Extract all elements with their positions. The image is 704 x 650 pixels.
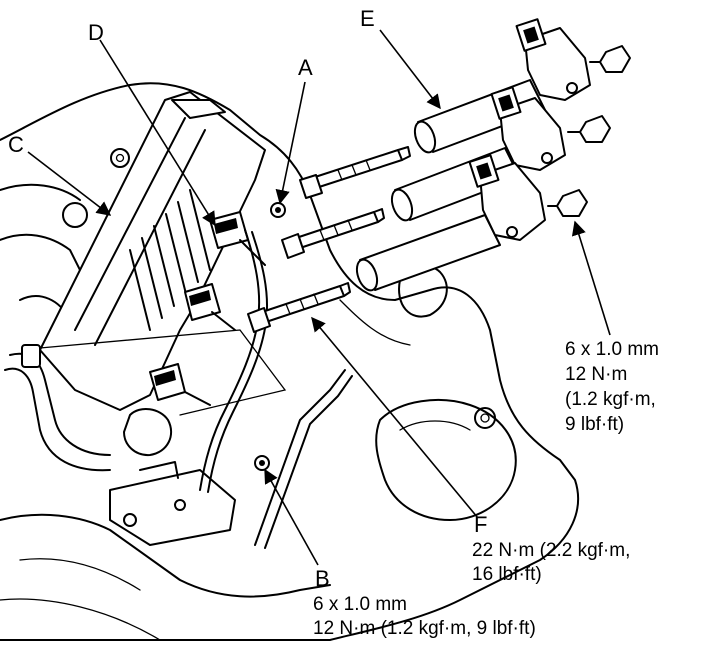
- callout-a: A: [298, 55, 313, 80]
- callout-f: F: [474, 512, 487, 537]
- coil-bolts: [547, 45, 631, 217]
- spec-coil-bolt-line2: 12 N·m: [565, 364, 627, 385]
- spark-plug-3: [247, 282, 351, 333]
- callout-labels: A B C D E F: [8, 6, 487, 591]
- leader-d: [99, 39, 216, 227]
- callout-b: B: [315, 566, 330, 591]
- leader-e: [379, 29, 441, 110]
- detail-box: [39, 329, 287, 416]
- spec-coil-bolt-line1: 6 x 1.0 mm: [565, 339, 659, 360]
- spec-b: 6 x 1.0 mm 12 N·m (1.2 kgf·m, 9 lbf·ft): [313, 594, 536, 639]
- spark-plug-1: [299, 146, 411, 199]
- coil-bolt-1: [589, 45, 631, 73]
- ignition-coils: [355, 18, 591, 292]
- spec-b-line1: 6 x 1.0 mm: [313, 594, 407, 615]
- engine-block: [0, 82, 580, 641]
- spec-coil-bolt-line3: (1.2 kgf·m,: [565, 389, 656, 410]
- leader-lines: [27, 29, 611, 566]
- coil-connectors: [123, 202, 353, 549]
- spark-plug-2: [281, 208, 385, 259]
- cylinder-head-cover: [4, 91, 266, 472]
- leader-c: [27, 151, 112, 216]
- spec-coil-bolt-line4: 9 lbf·ft): [565, 414, 624, 435]
- spec-f-line1: 22 N·m (2.2 kgf·m,: [472, 540, 630, 561]
- spark-plugs: [247, 146, 411, 333]
- leader-f: [311, 316, 479, 519]
- spec-b-line2: 12 N·m (1.2 kgf·m, 9 lbf·ft): [313, 618, 536, 639]
- callout-d: D: [88, 20, 104, 45]
- coil-bolt-2: [567, 115, 611, 143]
- leader-a: [275, 81, 306, 205]
- spec-coil-bolt: 6 x 1.0 mm 12 N·m (1.2 kgf·m, 9 lbf·ft): [565, 339, 659, 435]
- ignition-coil-1: [413, 18, 591, 154]
- ignition-coil-3: [355, 154, 546, 292]
- callout-e: E: [360, 6, 375, 31]
- spec-f: 22 N·m (2.2 kgf·m, 16 lbf·ft): [472, 540, 630, 585]
- coil-bolt-3: [547, 189, 588, 217]
- spec-f-line2: 16 lbf·ft): [472, 564, 542, 585]
- leader-b: [264, 468, 319, 566]
- leader-coil-bolt: [571, 220, 611, 336]
- callout-c: C: [8, 132, 24, 157]
